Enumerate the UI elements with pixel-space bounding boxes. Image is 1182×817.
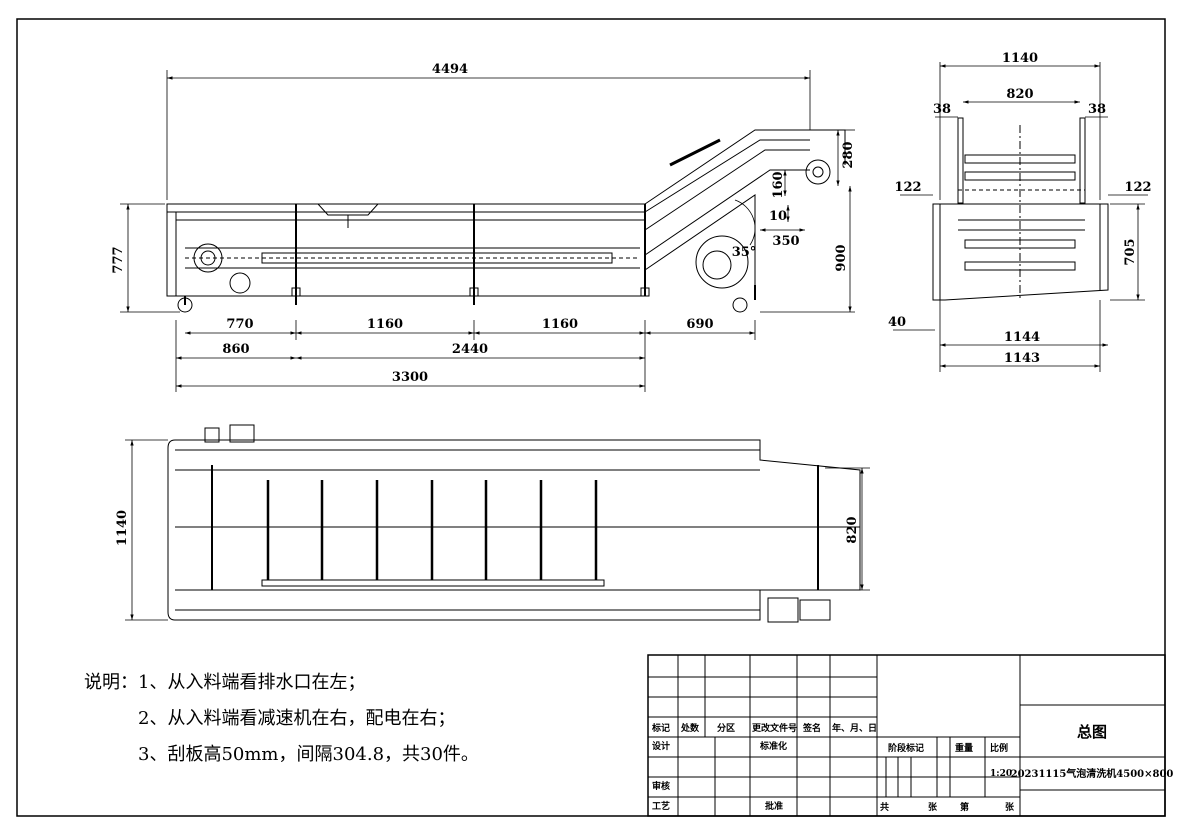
dim-160: 160 <box>771 171 786 198</box>
end-tank-outline <box>932 203 1109 301</box>
end-dim-122-left: 122 <box>894 180 921 195</box>
tb-drawing-number: 20231115气泡清洗机4500×800 <box>1011 767 1174 780</box>
tb-header-zone: 分区 <box>717 722 735 734</box>
top-roller <box>805 159 831 185</box>
tb-stage-mark: 阶段标记 <box>888 742 924 754</box>
tb-review: 审核 <box>652 780 670 792</box>
plan-view-labels: 1140 820 <box>115 510 860 546</box>
end-view <box>932 117 1109 301</box>
drawing-frame <box>16 18 1166 817</box>
end-dim-1143: 1143 <box>1004 351 1040 366</box>
dim-350: 350 <box>772 234 799 249</box>
tb-design: 设计 <box>652 740 670 752</box>
tb-header-count: 处数 <box>680 722 700 734</box>
end-dim-122-right: 122 <box>1124 180 1151 195</box>
side-view-labels: 4494 777 900 280 160 10 350 35° 770 1160… <box>111 62 856 385</box>
tb-sheet-a: 张 <box>928 801 938 813</box>
tb-drawing-title: 总图 <box>1077 723 1107 741</box>
tb-approve: 批准 <box>765 800 783 812</box>
note-line-2: 2、从入料端看减速机在右，配电在右； <box>138 708 455 729</box>
tb-sheet-b: 张 <box>1005 801 1015 813</box>
tb-header-mark: 标记 <box>651 722 670 734</box>
notes: 说明：1、从入料端看排水口在左； 2、从入料端看减速机在右，配电在右； 3、刮板… <box>84 672 479 765</box>
tb-seq: 第 <box>960 801 969 813</box>
end-dim-820: 820 <box>1006 87 1033 102</box>
title-block <box>647 654 1166 817</box>
end-dim-705: 705 <box>1123 238 1138 265</box>
motor-right <box>695 235 749 289</box>
tb-scale-label: 比例 <box>990 742 1008 754</box>
dim-1160-b: 1160 <box>542 317 578 332</box>
dim-860: 860 <box>222 342 249 357</box>
tb-header-sign: 签名 <box>802 722 821 734</box>
tb-standardization: 标准化 <box>759 740 787 752</box>
plan-view <box>167 424 861 623</box>
plan-view-dimensions <box>125 439 870 621</box>
end-dim-38-left: 38 <box>933 102 951 117</box>
drive-sprocket-left <box>193 243 223 273</box>
tb-header-change: 更改文件号 <box>752 722 797 734</box>
caster-wheel-right <box>732 297 748 313</box>
dim-1160-a: 1160 <box>367 317 403 332</box>
end-dim-38-right: 38 <box>1088 102 1106 117</box>
side-view-dimensions <box>120 70 855 392</box>
dim-4494: 4494 <box>432 62 468 77</box>
dim-280: 280 <box>841 141 856 168</box>
dim-770: 770 <box>226 317 253 332</box>
caster-wheel-left <box>177 297 193 313</box>
end-view-dimensions <box>893 62 1148 372</box>
dim-2440: 2440 <box>452 342 488 357</box>
dim-690: 690 <box>686 317 713 332</box>
end-view-labels: 1140 820 38 38 122 122 705 40 1144 1143 <box>888 51 1152 366</box>
tb-process: 工艺 <box>652 800 670 812</box>
side-tank-body <box>166 203 646 297</box>
tb-scale: 1:20 <box>990 769 1012 779</box>
pump-circle <box>229 272 251 294</box>
plan-dim-820: 820 <box>845 516 860 543</box>
end-dim-40: 40 <box>888 315 906 330</box>
plan-dim-1140: 1140 <box>115 510 130 546</box>
dim-777: 777 <box>111 246 126 273</box>
side-view <box>166 129 846 313</box>
note-line-3: 3、刮板高50mm，间隔304.8，共30件。 <box>138 744 479 765</box>
inlet-hopper <box>316 203 380 216</box>
end-dim-1140: 1140 <box>1002 51 1038 66</box>
dim-10: 10 <box>769 209 787 224</box>
end-dim-1144: 1144 <box>1004 330 1040 345</box>
tb-weight: 重量 <box>955 742 973 754</box>
dim-angle: 35° <box>732 245 757 260</box>
dim-3300: 3300 <box>392 370 428 385</box>
title-block-text: 标记 处数 分区 更改文件号 签名 年、月、日 设计 标准化 审核 工艺 批准 … <box>651 722 1173 813</box>
side-incline-frame <box>644 129 846 205</box>
tb-total: 共 <box>880 801 889 813</box>
scraper-bars <box>266 480 598 580</box>
dim-900: 900 <box>834 244 849 271</box>
plan-motor <box>767 597 799 623</box>
plan-tank-outline <box>167 439 861 621</box>
note-line-1: 说明：1、从入料端看排水口在左； <box>84 672 365 693</box>
tb-header-date: 年、月、日 <box>832 722 877 734</box>
